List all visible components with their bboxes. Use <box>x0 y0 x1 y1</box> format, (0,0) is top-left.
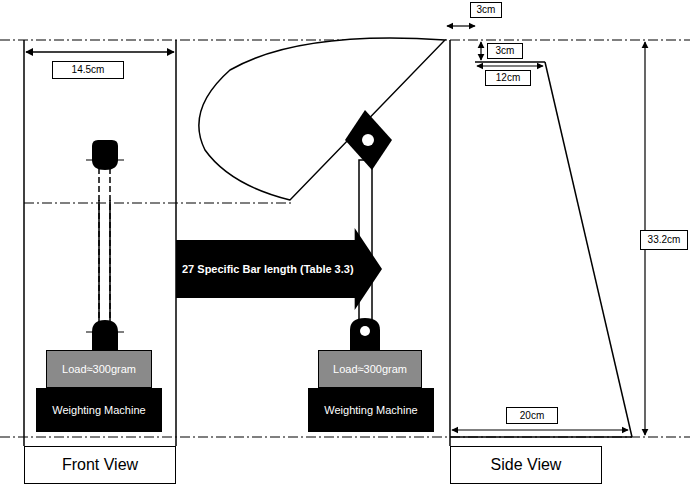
side-profile <box>450 40 632 446</box>
pendulum-arm <box>345 110 392 350</box>
node-text: 33.2cm <box>648 234 681 246</box>
weighing-machine: Weighting Machine <box>36 388 162 432</box>
node-text: 3cm <box>477 4 496 16</box>
node-text: 27 Specific Bar length (Table 3.3) <box>182 263 354 276</box>
dimension-label: 12cm <box>485 70 531 86</box>
node-text: Weighting Machine <box>52 404 145 417</box>
node-text: 12cm <box>496 72 520 84</box>
node-text: Front View <box>62 456 138 474</box>
node-text: Load≈300gram <box>62 363 136 376</box>
view-caption: Side View <box>450 446 602 484</box>
transition-arrow: 27 Specific Bar length (Table 3.3) <box>176 228 382 310</box>
weighing-machine: Weighting Machine <box>308 388 434 432</box>
dimension-arrow <box>26 51 174 52</box>
dimension-label: 14.5cm <box>52 61 124 79</box>
load-block: Load≈300gram <box>318 350 422 388</box>
front-frame <box>24 40 176 446</box>
dimension-arrows <box>447 26 645 435</box>
dimension-label: 33.2cm <box>640 230 688 250</box>
node-text: Side View <box>491 456 562 474</box>
dimension-label: 3cm <box>487 43 523 59</box>
pendulum-disc <box>199 38 445 200</box>
load-block: Load≈300gram <box>46 350 152 388</box>
front-rod <box>86 140 124 350</box>
dimension-label: 20cm <box>506 407 558 424</box>
dimension-label: 3cm <box>470 2 502 18</box>
node-text: 3cm <box>496 45 515 57</box>
node-text: 14.5cm <box>72 64 105 76</box>
node-text: Weighting Machine <box>324 404 417 417</box>
view-caption: Front View <box>24 446 176 484</box>
node-text: 20cm <box>520 410 544 422</box>
node-text: Load≈300gram <box>333 363 407 376</box>
